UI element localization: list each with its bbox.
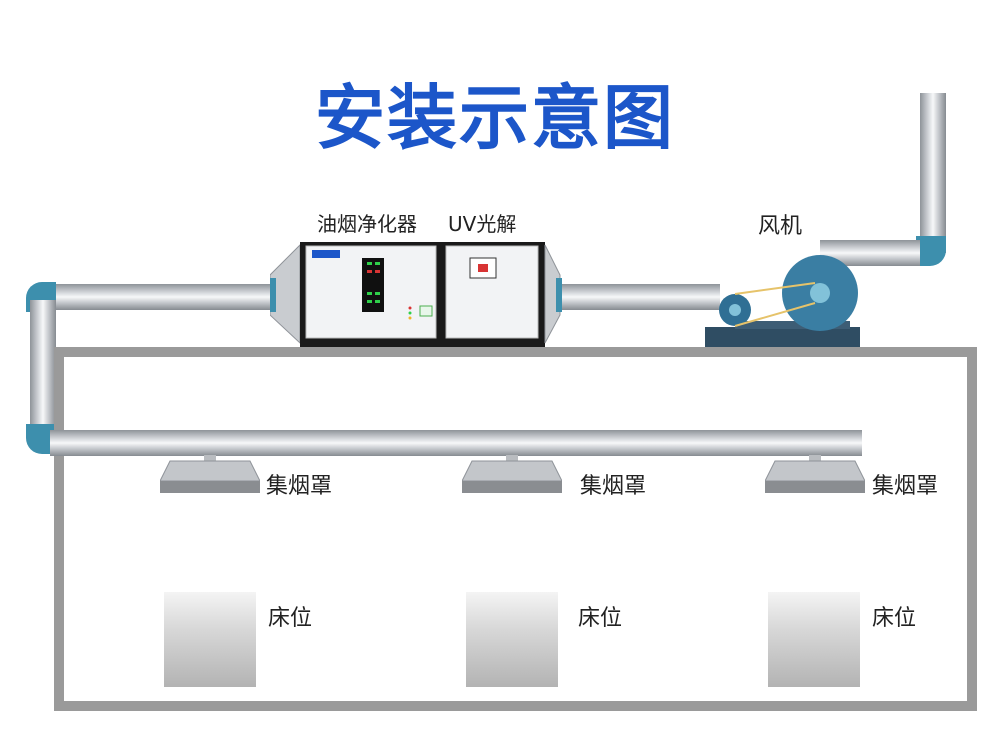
ceiling-duct	[50, 430, 862, 456]
page-title: 安装示意图	[0, 62, 990, 163]
inlet-pipe	[50, 284, 280, 310]
exhaust-elbow	[916, 236, 946, 266]
exhaust-pipe	[920, 93, 946, 253]
fan-base	[705, 327, 860, 347]
bed-3	[768, 592, 860, 687]
fan-label: 风机	[758, 208, 802, 240]
purifier-inlet-flange	[270, 278, 276, 312]
collection-hood-2	[462, 455, 562, 495]
purifier-label: 油烟净化器	[317, 208, 417, 237]
purifier-control-panel	[362, 258, 384, 312]
bed-label-1: 床位	[268, 600, 312, 632]
purifier-badge	[420, 306, 432, 316]
riser-pipe	[30, 300, 56, 440]
hood-label-1: 集烟罩	[266, 468, 332, 500]
fan-hub	[810, 283, 830, 303]
uv-label: UV光解	[448, 208, 516, 237]
collection-hood-1	[160, 455, 260, 495]
fan-unit	[705, 245, 865, 350]
bed-1	[164, 592, 256, 687]
connector-pipe	[560, 284, 720, 310]
hood-label-3: 集烟罩	[872, 468, 938, 500]
collection-hood-3	[765, 455, 865, 495]
bed-label-3: 床位	[872, 600, 916, 632]
purifier-nameplate	[312, 250, 340, 258]
bed-label-2: 床位	[578, 600, 622, 632]
hood-label-2: 集烟罩	[580, 468, 646, 500]
bed-2	[466, 592, 558, 687]
purifier-uv-unit	[270, 240, 570, 350]
uv-outlet-flange	[556, 278, 562, 312]
